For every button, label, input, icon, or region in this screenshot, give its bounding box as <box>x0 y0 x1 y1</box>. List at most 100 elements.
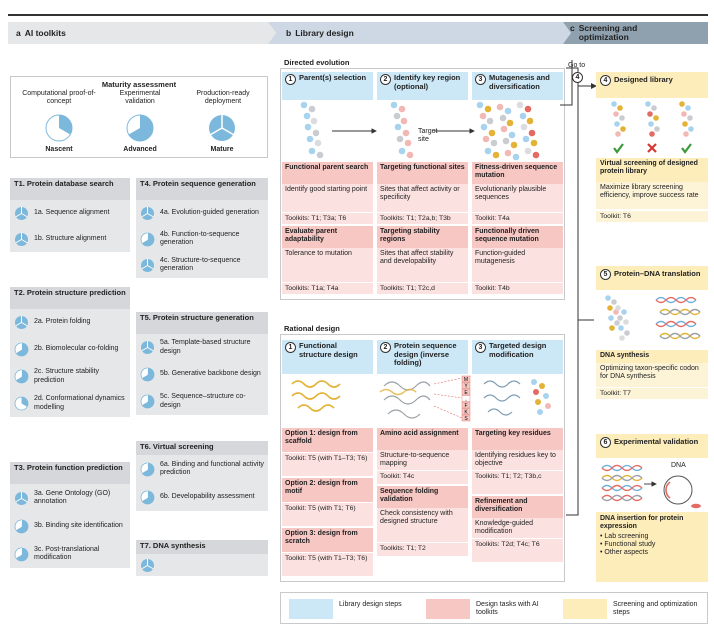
residue-bead <box>679 101 685 107</box>
bullet-other-aspects-text: Other aspects <box>604 549 648 557</box>
toolkit-item-label: 2d. Conformational dynamics modelling <box>34 395 125 411</box>
sequence-letter: .. <box>465 397 468 403</box>
toolkit-item-t3-2: 3c. Post-translational modification <box>10 540 130 568</box>
maturity-advanced-icon <box>140 394 155 409</box>
residue-bead <box>500 125 508 133</box>
residue-bead <box>609 325 615 331</box>
toolkit-item-t4-0: 4a. Evolution-guided generation <box>136 200 268 226</box>
maturity-advanced-icon <box>14 547 29 561</box>
step-5-number: 5 <box>600 269 611 280</box>
toolkit-item-label: 4c. Structure-to-sequence generation <box>160 256 241 272</box>
toolkit-item-label: 4a. Evolution-guided generation <box>160 208 259 216</box>
residue-bead <box>653 115 659 121</box>
dna-synthesis-title: DNA synthesis <box>600 352 650 359</box>
maturity-box: Maturity assessment Computational proof-… <box>10 76 268 158</box>
toolkit-title-t6: T6. Virtual screening <box>136 441 268 455</box>
legend-label-screening: Screening and optimization steps <box>613 601 698 617</box>
residue-bead <box>394 123 402 131</box>
sequence-letter: Y <box>464 384 468 390</box>
residue-bead <box>611 101 617 107</box>
residue-bead <box>488 129 496 137</box>
residue-bead <box>618 325 624 331</box>
maturity-advanced-icon <box>14 342 29 357</box>
directed-card-1-0-toolkit: Toolkits: T1; T2a,b; T3b <box>377 212 468 224</box>
dna-synthesis-desc: Optimizing taxon-specific codon for DNA … <box>596 363 708 387</box>
residue-bead <box>614 121 620 127</box>
panel-c-letter: c <box>570 23 575 33</box>
directed-card-2-0-toolkit: Toolkit: T4a <box>472 212 563 224</box>
residue-bead <box>607 305 613 311</box>
residue-bead <box>605 295 611 301</box>
residue-bead <box>482 135 490 143</box>
residue-bead <box>312 129 320 137</box>
toolkit-title-t7: T7. DNA synthesis <box>136 540 268 554</box>
directed-card-2-1-desc: Function-guided mutagenesis <box>472 248 563 282</box>
residue-bead <box>496 103 504 111</box>
dna-helix <box>601 474 643 482</box>
residue-bead <box>535 399 541 405</box>
residue-bead <box>608 315 614 321</box>
step-title: Parent(s) selection <box>299 73 367 82</box>
residue-bead <box>685 105 691 111</box>
step-6-number: 6 <box>600 437 611 448</box>
residue-bead <box>404 139 412 147</box>
bullet-functional-study: • Functional study <box>600 541 656 549</box>
residue-bead <box>308 105 316 113</box>
residue-bead <box>611 299 617 305</box>
step-title: Functional structure design <box>299 341 358 359</box>
top-rule <box>8 14 708 16</box>
maturity-name-nascent: Nascent <box>45 146 73 153</box>
dna-insertion-card: DNA insertion for protein expression • L… <box>596 512 708 582</box>
dna-helix <box>601 484 643 492</box>
maturity-advanced-icon <box>14 519 29 533</box>
rational-seq-0-desc: Structure-to-sequence mapping <box>377 450 468 470</box>
dna-synthesis-toolkit: Toolkit: T7 <box>596 387 708 399</box>
toolkit-item-label: 5c. Sequence–structure co-design <box>160 393 246 409</box>
residue-bead <box>623 319 629 325</box>
sequence-box <box>461 388 471 396</box>
residue-bead <box>303 112 311 120</box>
residue-bead <box>531 379 537 385</box>
directed-card-0-1-title: Evaluate parent adaptability <box>282 226 373 248</box>
virtual-screening-card: Virtual screening of designed protein li… <box>596 158 708 182</box>
residue-bead <box>683 131 689 137</box>
dna-synthesis-card: DNA synthesis <box>596 350 708 363</box>
rational-seq-1-toolkit: Toolkits: T1; T2 <box>377 542 468 556</box>
residue-bead <box>543 393 549 399</box>
maturity-mature-icon <box>141 206 154 220</box>
maturity-mature-icon <box>141 258 154 272</box>
directed-card-0-0-title: Functional parent search <box>282 162 373 184</box>
residue-bead <box>502 137 510 145</box>
toolkit-title-t4: T4. Protein sequence generation <box>136 178 268 200</box>
toolkit-box-t7: T7. DNA synthesis <box>136 540 268 576</box>
residue-bead <box>615 131 621 137</box>
residue-bead <box>504 107 512 115</box>
dna-helix <box>655 296 697 304</box>
toolkit-item-t2-0: 2a. Protein folding <box>10 309 130 336</box>
dna-helix <box>659 308 701 316</box>
residue-bead <box>688 126 694 132</box>
toolkit-item-label: 5b. Generative backbone design <box>160 370 261 378</box>
sequence-box <box>461 395 471 402</box>
toolkit-item-label: 6b. Developability assessment <box>160 492 255 500</box>
toolkit-item-t2-1: 2b. Biomolecular co-folding <box>10 336 130 363</box>
toolkit-item-t3-0: 3a. Gene Ontology (GO) annotation <box>10 484 130 512</box>
rational-design-frame <box>280 334 565 582</box>
bullet-lab-screening-text: Lab screening <box>604 533 649 541</box>
maturity-advanced-icon <box>140 490 155 504</box>
bullet-functional-study-text: Functional study <box>604 541 656 549</box>
toolkit-item-t1-0: 1a. Sequence alignment <box>10 200 130 226</box>
legend-swatch-screening <box>563 599 607 619</box>
residue-bead <box>406 151 414 159</box>
legend-label-design: Design tasks with AI toolkits <box>476 601 539 617</box>
toolkit-title-t2: T2. Protein structure prediction <box>10 287 130 309</box>
sequence-letter: F <box>464 403 467 409</box>
toolkit-item-label: 3a. Gene Ontology (GO) annotation <box>34 489 111 505</box>
rational-option-1-title: Option 1: design from scaffold <box>282 428 373 452</box>
rational-option-2-toolkit: Toolkit: T5 (with T1; T6) <box>282 502 373 526</box>
maturity-mature-icon <box>141 341 154 354</box>
